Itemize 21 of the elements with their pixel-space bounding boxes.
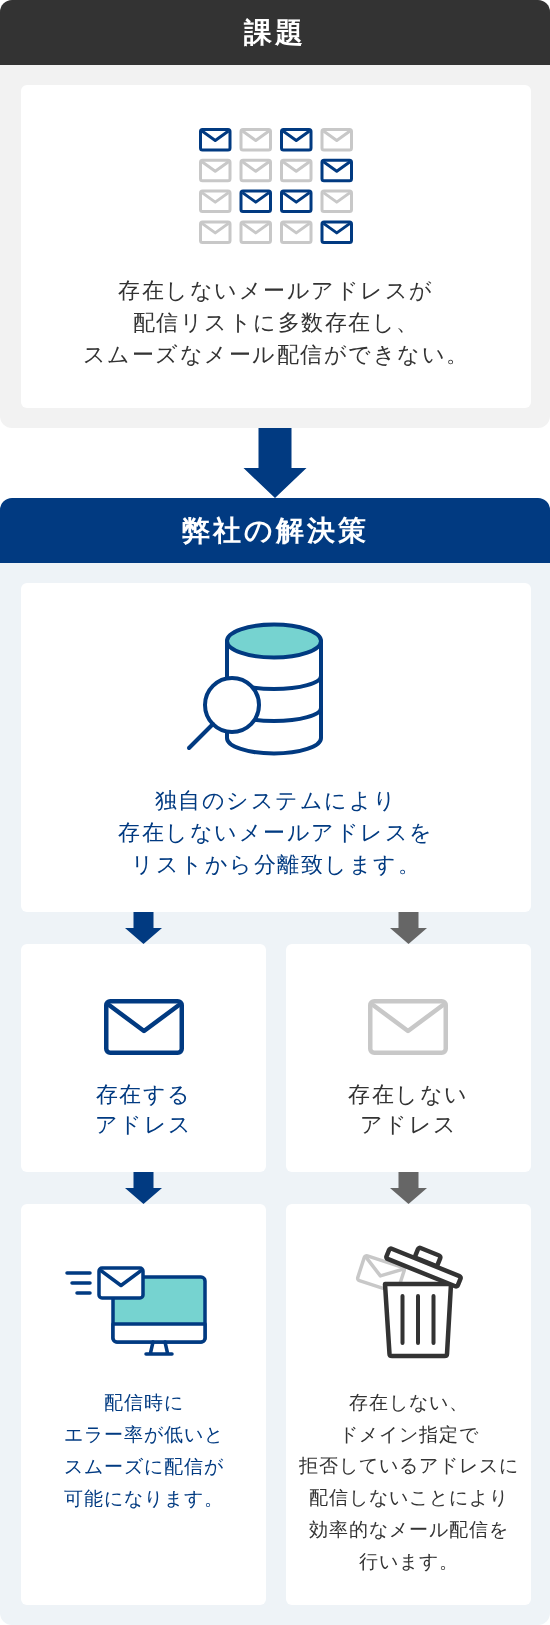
content-card bbox=[21, 1204, 266, 1605]
description-text: 存在しない、ドメイン指定で拒否しているアドレスに配信しないことにより効率的なメール配信を行います。 bbox=[298, 1391, 519, 1574]
content-card bbox=[21, 944, 266, 1172]
section-panel bbox=[0, 0, 550, 428]
content-card bbox=[21, 85, 531, 408]
arrow bbox=[125, 912, 162, 944]
description-text: 存在しないメールアドレスが配信リストに多数存在し、スムーズなメール配信ができない。 bbox=[82, 277, 470, 369]
arrow bbox=[125, 1172, 162, 1204]
section-heading: 課題 bbox=[0, 0, 550, 65]
section-panel bbox=[0, 498, 550, 1625]
arrow bbox=[243, 428, 307, 498]
content-card bbox=[286, 944, 531, 1172]
arrow bbox=[390, 912, 427, 944]
content-card bbox=[286, 1204, 531, 1605]
content-card bbox=[21, 583, 531, 912]
card-label: 存在しないアドレス bbox=[348, 1081, 469, 1139]
description-text: 配信時にエラー率が低いとスムーズに配信が可能になります。 bbox=[63, 1391, 224, 1511]
section-heading: 弊社の解決策 bbox=[0, 498, 550, 563]
card-label: 存在するアドレス bbox=[94, 1081, 193, 1139]
arrow bbox=[390, 1172, 427, 1204]
description-text: 独自のシステムにより存在しないメールアドレスをリストから分離致します。 bbox=[118, 787, 434, 879]
